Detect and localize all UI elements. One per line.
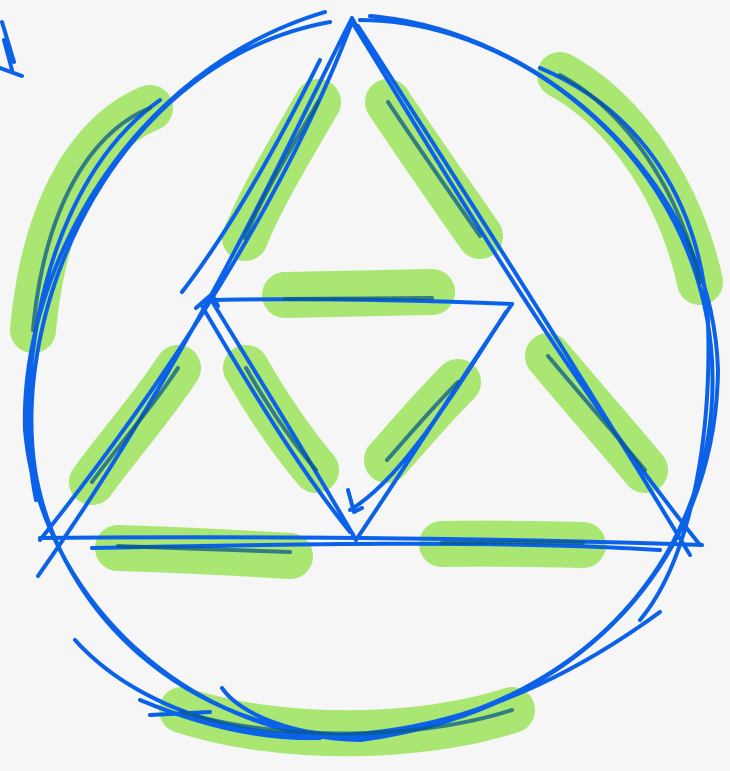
overlap-outer-right-lower [548,356,645,470]
overlap-inner-top [285,298,432,299]
overlap-outer-right-upper [388,102,480,236]
overlap-base-right [442,542,583,543]
ink-outer-triangle-apex-hook [338,18,366,46]
highlight-stroke-inner-top [285,292,432,295]
overlap-outer-left-lower [92,368,178,482]
ink-inner-triangle-left [210,298,356,540]
ink-corner-fragment [0,22,22,76]
